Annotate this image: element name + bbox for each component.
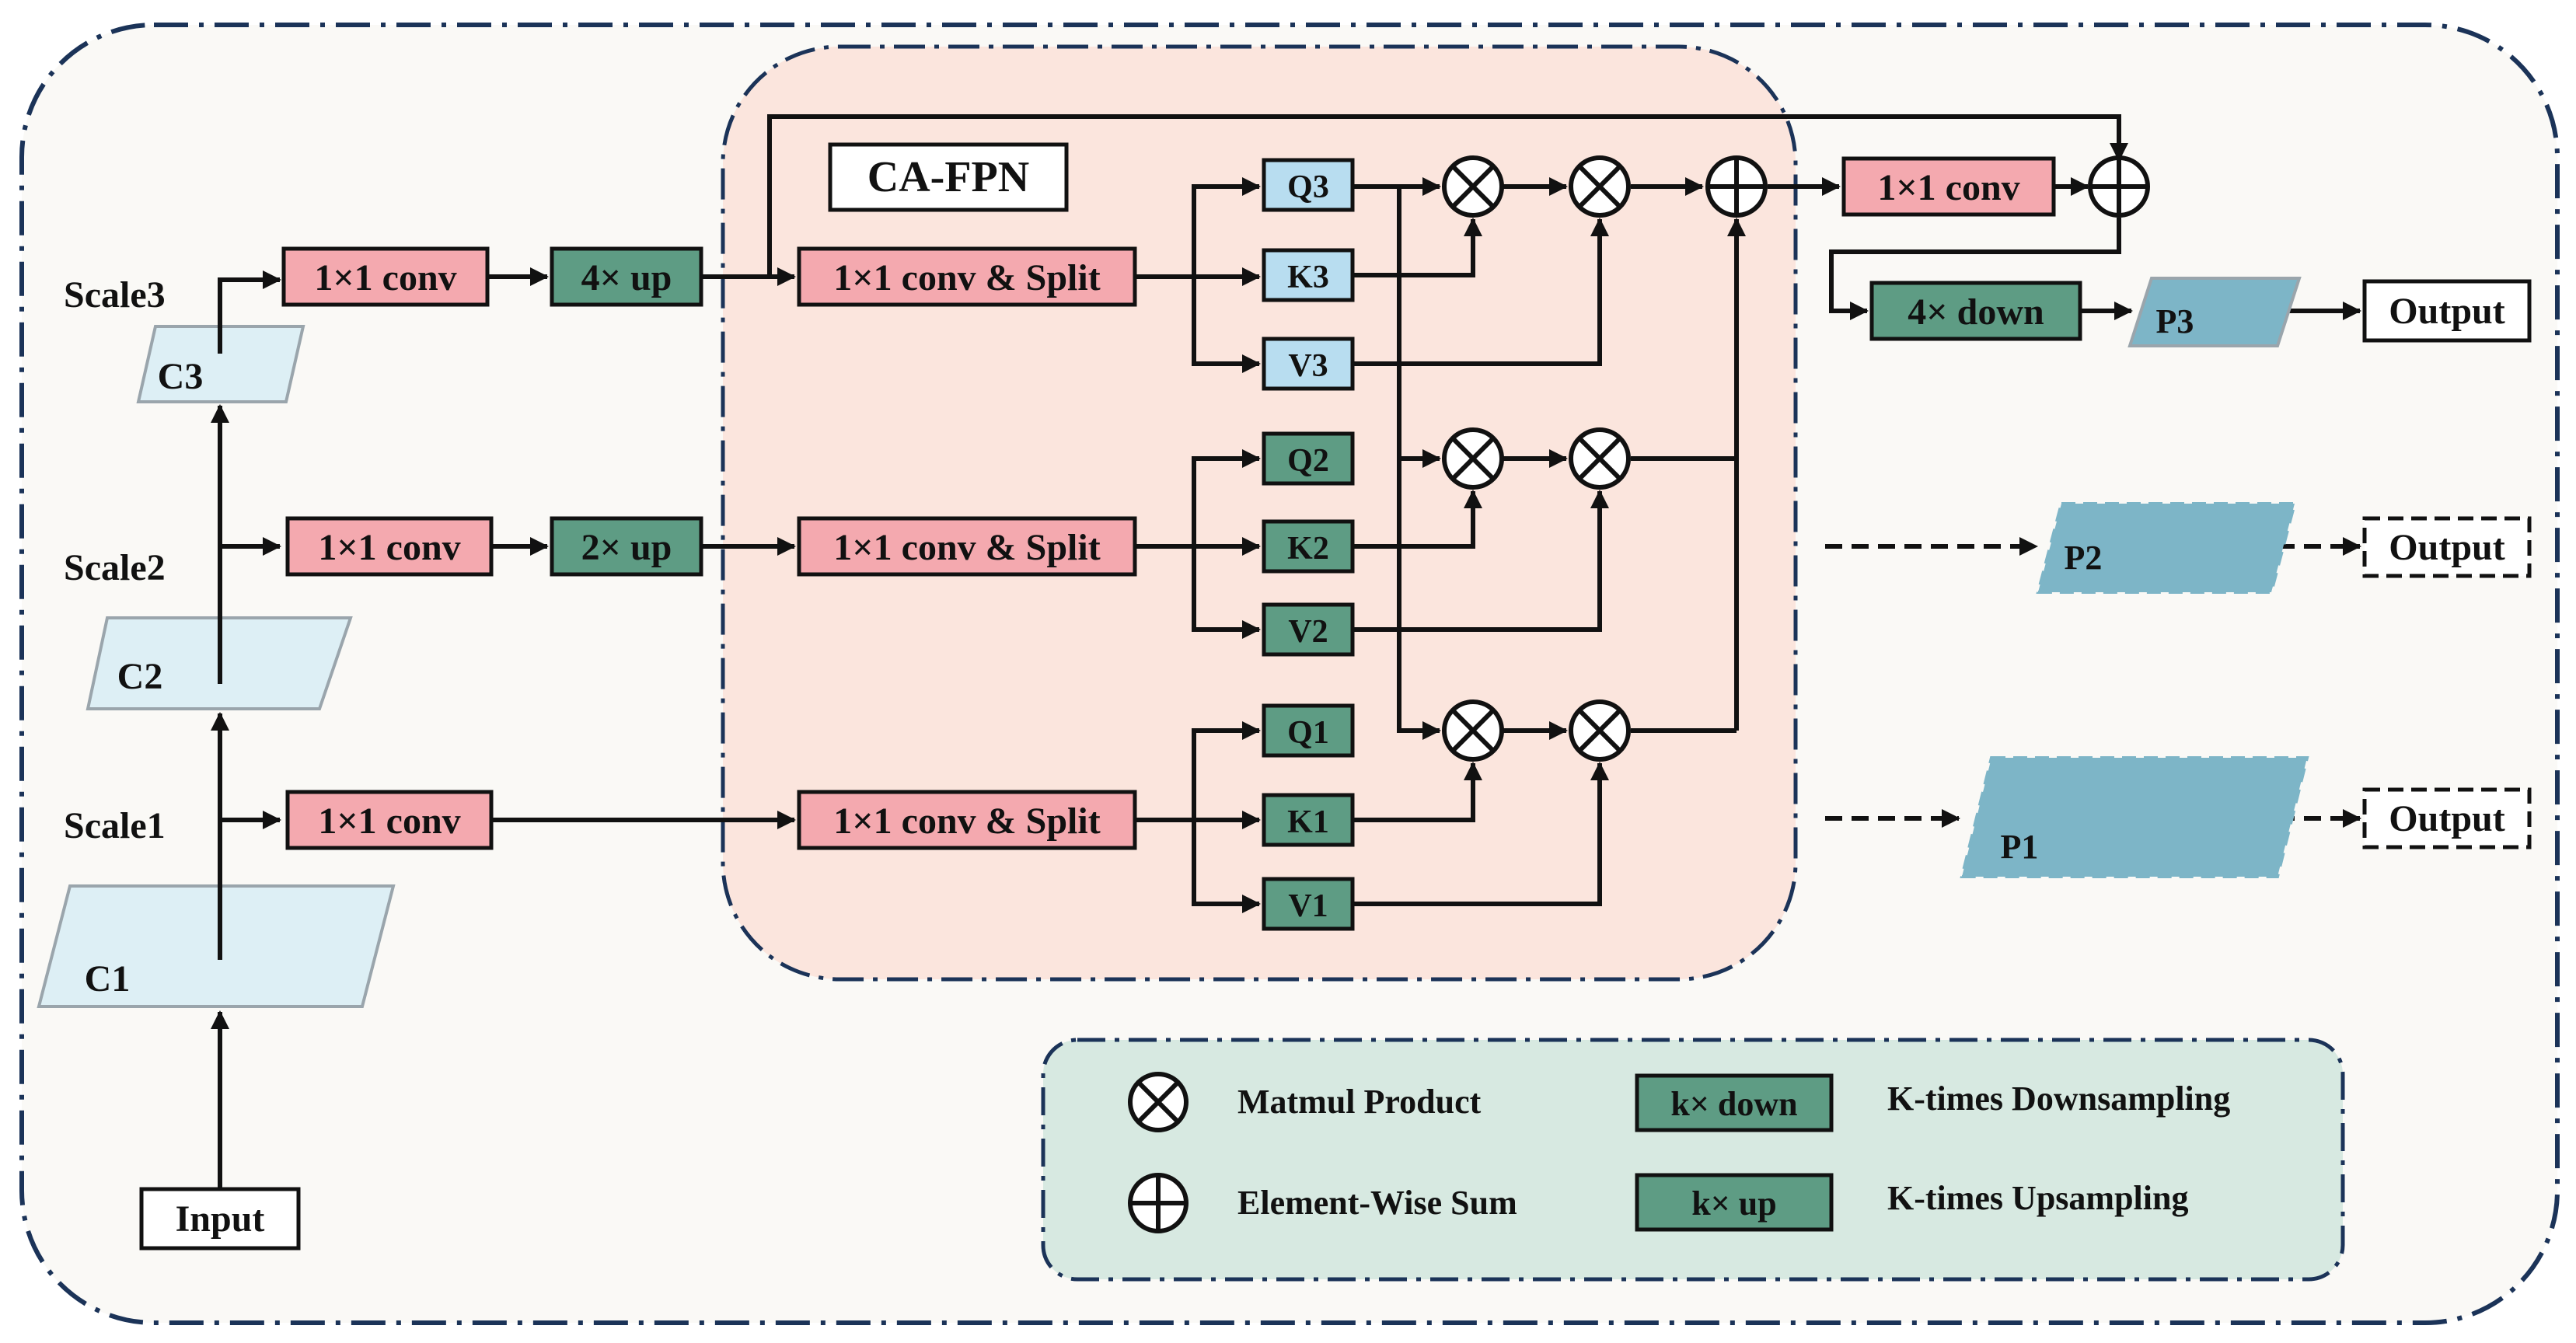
legend-down-box-label: k× down xyxy=(1670,1085,1797,1123)
legend-matmul-label: Matmul Product xyxy=(1237,1083,1482,1121)
conv-left-scale1-label: 1×1 conv xyxy=(318,801,460,842)
split-scale3 xyxy=(797,246,1137,307)
input-label: Input xyxy=(176,1198,265,1240)
q3-label: Q3 xyxy=(1287,169,1329,205)
feature-p1 xyxy=(1960,756,2309,878)
v1-box xyxy=(1262,877,1355,931)
split-scale1-label: 1×1 conv & Split xyxy=(833,801,1100,842)
v3-box xyxy=(1262,337,1355,391)
feature-p3-label: P3 xyxy=(2156,302,2194,340)
feature-p2 xyxy=(2036,502,2297,594)
q3-box xyxy=(1262,158,1355,212)
k1-box xyxy=(1262,793,1355,847)
legend-up-desc: K-times Upsampling xyxy=(1887,1179,2188,1217)
conv-left-scale2-label: 1×1 conv xyxy=(318,527,460,568)
scale2-label: Scale2 xyxy=(64,547,166,588)
feature-c1 xyxy=(37,884,396,1008)
k1-label: K1 xyxy=(1287,804,1329,840)
ca-fpn-title-box xyxy=(828,142,1069,212)
up2-label: 2× up xyxy=(581,527,672,568)
feature-c3-label: C3 xyxy=(158,356,204,397)
output-p1 xyxy=(2362,787,2532,849)
output-p2-label: Output xyxy=(2389,527,2504,568)
scale3-label: Scale3 xyxy=(64,274,166,316)
q1-label: Q1 xyxy=(1287,715,1329,751)
k2-label: K2 xyxy=(1287,531,1329,567)
conv-right xyxy=(1841,156,2056,217)
conv-left-scale1 xyxy=(285,790,494,850)
up4-label: 4× up xyxy=(581,257,672,298)
down4-block xyxy=(1869,281,2082,341)
output-p3-label: Output xyxy=(2389,291,2504,332)
feature-p2-label: P2 xyxy=(2065,539,2103,577)
split-scale2-label: 1×1 conv & Split xyxy=(833,527,1100,568)
split-scale2 xyxy=(797,516,1137,577)
v2-box xyxy=(1262,602,1355,657)
legend-up-box-label: k× up xyxy=(1691,1184,1776,1223)
feature-c1-label: C1 xyxy=(85,958,131,999)
output-p1-label: Output xyxy=(2389,798,2504,839)
feature-p3 xyxy=(2127,277,2302,347)
v2-label: V2 xyxy=(1288,614,1328,650)
scale1-label: Scale1 xyxy=(64,805,166,846)
v3-label: V3 xyxy=(1288,348,1328,384)
legend-down-box xyxy=(1635,1073,1834,1132)
output-p2 xyxy=(2362,516,2532,578)
down4-label: 4× down xyxy=(1908,291,2044,333)
feature-c3 xyxy=(136,325,305,403)
feature-c2-label: C2 xyxy=(117,656,163,697)
output-p3 xyxy=(2362,279,2532,343)
q2-label: Q2 xyxy=(1287,443,1329,479)
q2-box xyxy=(1262,431,1355,486)
split-scale1 xyxy=(797,790,1137,850)
conv-left-scale3 xyxy=(281,246,490,307)
feature-p1-label: P1 xyxy=(2001,828,2039,866)
v1-label: V1 xyxy=(1288,888,1328,924)
conv-left-scale3-label: 1×1 conv xyxy=(314,257,456,298)
ca-fpn-title: CA-FPN xyxy=(867,153,1029,201)
k3-label: K3 xyxy=(1287,260,1329,295)
legend xyxy=(1041,1038,2345,1282)
conv-right-label: 1×1 conv xyxy=(1877,167,2019,208)
split-scale3-label: 1×1 conv & Split xyxy=(833,257,1100,298)
q1-box xyxy=(1262,703,1355,758)
legend-sum-label: Element-Wise Sum xyxy=(1237,1184,1517,1222)
legend-down-desc: K-times Downsampling xyxy=(1887,1080,2230,1118)
k3-box xyxy=(1262,248,1355,302)
up2-block xyxy=(550,516,703,577)
legend-up-box xyxy=(1635,1173,1834,1232)
